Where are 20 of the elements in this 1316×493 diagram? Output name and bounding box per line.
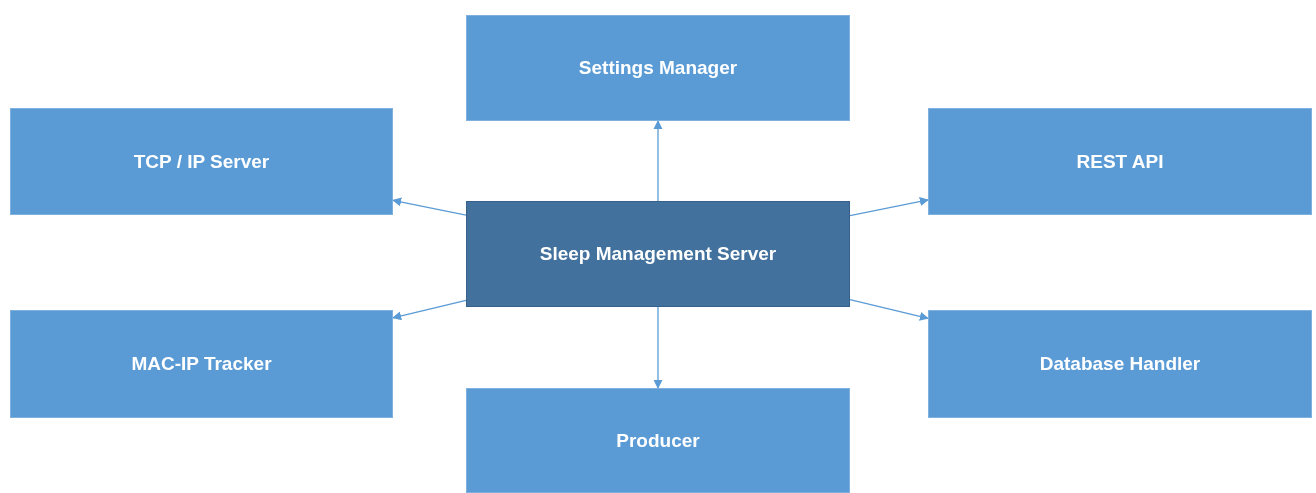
box-label: Database Handler <box>1039 353 1201 375</box>
module-box <box>466 388 850 493</box>
module-box <box>10 310 393 418</box>
box-label: Settings Manager <box>578 57 738 79</box>
box-label: Sleep Management Server <box>539 243 777 265</box>
arrow <box>392 197 467 216</box>
arrow <box>653 306 663 389</box>
box-label: MAC-IP Tracker <box>131 353 272 375</box>
arrow <box>849 197 929 217</box>
module-box <box>928 310 1312 418</box>
module-box <box>10 108 393 215</box>
arrow <box>392 299 467 321</box>
box-label: Producer <box>616 429 700 452</box>
arrow <box>653 120 663 202</box>
arrow <box>849 299 929 321</box>
box-label: TCP / IP Server <box>133 150 270 173</box>
module-box <box>466 15 850 121</box>
module-box <box>928 108 1312 215</box>
box-label: REST API <box>1076 150 1164 173</box>
server-box <box>466 201 850 307</box>
